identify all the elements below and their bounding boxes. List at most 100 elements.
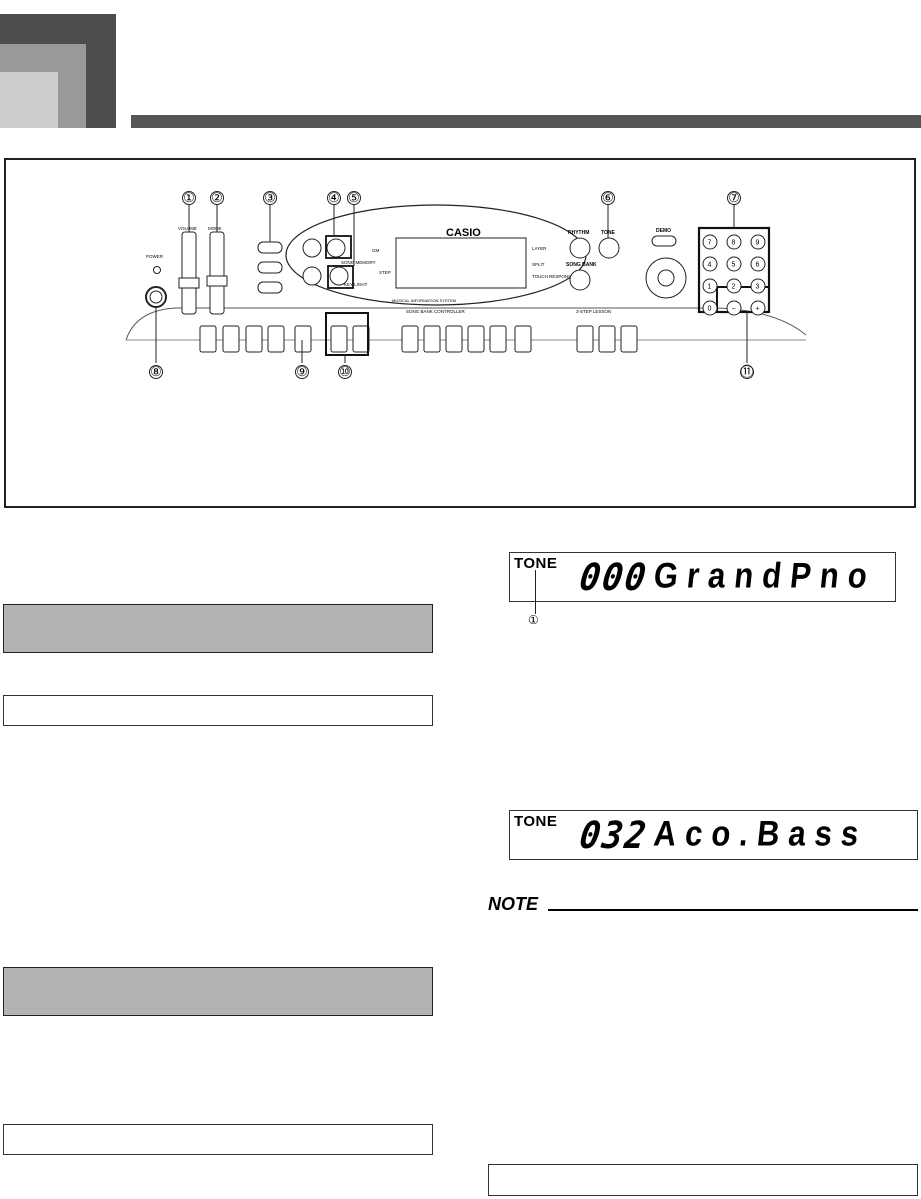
- touch-response-label: TOUCH RESPONSE: [532, 274, 574, 279]
- note-rule: [548, 909, 918, 911]
- panel-button: [222, 325, 240, 353]
- callout-number: ⑩: [339, 364, 351, 379]
- numpad-key: [702, 234, 718, 250]
- keyboard-diagram: VOLUME MODE POWER CASIO SONG MEMORY STEP…: [4, 158, 916, 508]
- note-heading: NOTE: [488, 894, 539, 914]
- numpad-key: [702, 256, 718, 272]
- header-bar: [131, 115, 921, 128]
- numpad-key-label: −: [732, 306, 736, 313]
- step-box-1: [3, 695, 433, 726]
- callout-circle: [263, 191, 277, 205]
- demo-label: DEMO: [656, 228, 671, 234]
- callout-number: ③: [264, 190, 276, 205]
- power-label: POWER: [146, 254, 164, 259]
- lcd-display-2: TONE 032 Aco.Bass: [509, 810, 918, 860]
- lcd-display-1: TONE 000 GrandPno: [509, 552, 896, 602]
- callout-circle: [601, 191, 615, 205]
- panel-button: [245, 325, 263, 353]
- layer-label: LAYER: [532, 246, 547, 251]
- key-light-label: KEY LIGHT: [344, 282, 368, 287]
- callout-number: ⑪: [740, 364, 753, 379]
- numpad-key: [726, 234, 742, 250]
- numpad-key-label: 5: [732, 262, 736, 269]
- panel-button: [514, 325, 532, 353]
- gm-label: GM: [372, 248, 380, 253]
- callout-circle: [295, 365, 309, 379]
- step-lesson-label: 3-STEP LESSON: [576, 309, 611, 314]
- lcd-callout-line: [535, 570, 536, 614]
- callout-number: ⑦: [728, 190, 740, 205]
- callout-circle: [740, 365, 754, 379]
- callout-circle: [182, 191, 196, 205]
- numpad-key: [726, 278, 742, 294]
- lcd-tone-number: 000: [576, 556, 651, 600]
- song-bank-label: SONG BANK: [566, 262, 597, 268]
- step-label: STEP: [379, 270, 391, 275]
- callout-number: ⑥: [602, 190, 614, 205]
- numpad-key: [702, 278, 718, 294]
- callout-circle: [210, 191, 224, 205]
- system-label: MUSICAL INFORMATION SYSTEM: [392, 298, 456, 303]
- lcd-tone-label: TONE: [514, 555, 558, 572]
- numpad-key: [750, 300, 766, 316]
- lcd-tone-name: GrandPno: [651, 555, 879, 596]
- song-memory-label: SONG MEMORY: [341, 260, 376, 265]
- numpad-key: [750, 278, 766, 294]
- rhythm-label: RHYTHM: [568, 230, 589, 236]
- mode-label: MODE: [208, 226, 222, 231]
- song-bank-controller-label: SONG BANK CONTROLLER: [406, 309, 466, 314]
- callout-number: ④: [328, 190, 340, 205]
- split-label: SPLIT: [532, 262, 545, 267]
- panel-button: [352, 325, 370, 353]
- numpad-key: [750, 234, 766, 250]
- numpad-key-label: 9: [756, 240, 760, 247]
- callout-circle: [338, 365, 352, 379]
- panel-button: [199, 325, 217, 353]
- panel-button: [620, 325, 638, 353]
- lcd2-tone-name: Aco.Bass: [651, 813, 870, 854]
- panel-button: [576, 325, 594, 353]
- numpad-key-label: 4: [708, 262, 712, 269]
- step-box-2: [3, 1124, 433, 1155]
- numpad-key-label: 2: [732, 284, 736, 291]
- numpad-key: [750, 256, 766, 272]
- callout-circle: [347, 191, 361, 205]
- volume-label: VOLUME: [178, 226, 197, 231]
- corner-square-light: [0, 72, 58, 128]
- callout-circle: [149, 365, 163, 379]
- brand-logo: CASIO: [446, 227, 481, 239]
- section-heading-box-2: [3, 967, 433, 1016]
- lcd-callout-number: ①: [528, 613, 539, 627]
- panel-button: [267, 325, 285, 353]
- panel-button: [598, 325, 616, 353]
- numpad-key-label: 3: [756, 284, 760, 291]
- panel-button: [294, 325, 312, 353]
- panel-button: [330, 325, 348, 353]
- numpad-key-label: 0: [708, 306, 712, 313]
- numpad-key-label: 1: [708, 284, 712, 291]
- callout-number: ①: [183, 190, 195, 205]
- step-box-3: [488, 1164, 918, 1196]
- callout-number: ②: [211, 190, 223, 205]
- panel-button: [467, 325, 485, 353]
- callout-circle: [727, 191, 741, 205]
- numpad-key-label: 7: [708, 240, 712, 247]
- numpad-key: [702, 300, 718, 316]
- callout-number: ⑧: [150, 364, 162, 379]
- section-heading-box-1: [3, 604, 433, 653]
- numpad-key: [726, 300, 742, 316]
- callout-number: ⑤: [348, 190, 360, 205]
- numpad-key: [726, 256, 742, 272]
- callout-circle: [327, 191, 341, 205]
- callout-number: ⑨: [296, 364, 308, 379]
- panel-button: [401, 325, 419, 353]
- keyboard-illustration: VOLUME MODE POWER CASIO SONG MEMORY STEP…: [125, 190, 807, 379]
- panel-button: [423, 325, 441, 353]
- numpad-key-label: +: [756, 306, 760, 313]
- lcd2-tone-label: TONE: [514, 813, 558, 830]
- lcd2-tone-number: 032: [576, 814, 651, 858]
- front-buttons: [199, 325, 638, 353]
- numpad-key-label: 8: [732, 240, 736, 247]
- panel-button: [445, 325, 463, 353]
